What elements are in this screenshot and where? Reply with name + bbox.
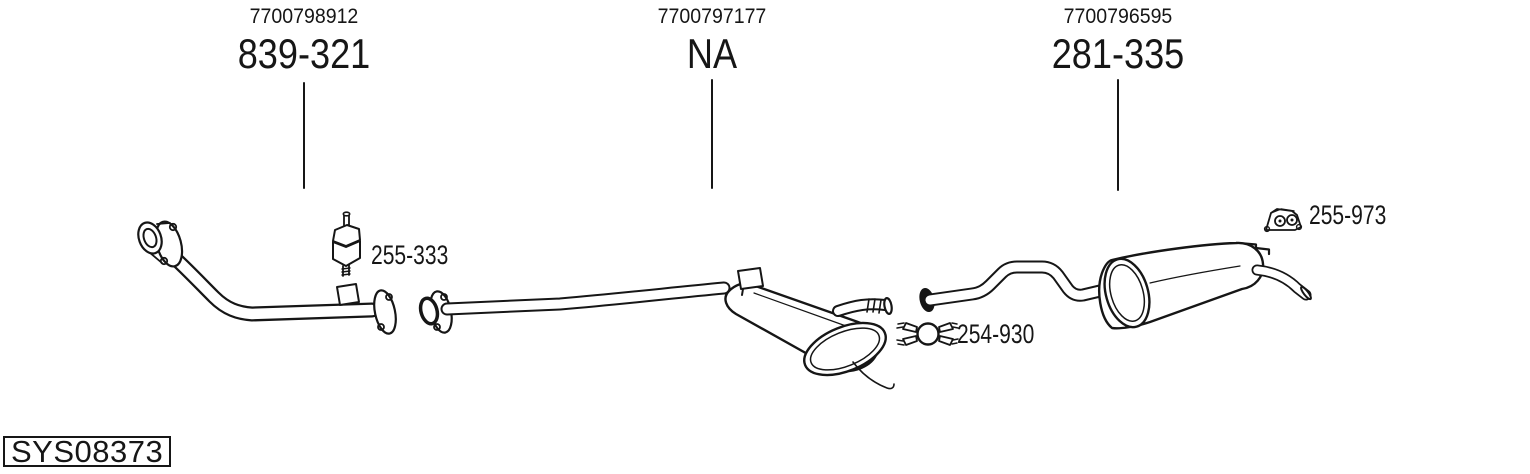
rubber-mount-icon-255-973: [1263, 208, 1303, 233]
part-label-clamp: 254-930: [957, 319, 1035, 349]
leader-lines: [303, 79, 1119, 191]
section-label-front: 7700798912 839-321: [174, 4, 434, 77]
oem-ref-number: 7700796595: [1063, 5, 1173, 28]
section-label-rear: 7700796595 281-335: [988, 4, 1248, 77]
rear-flange-of-front-pipe: [373, 289, 397, 335]
oem-ref-number: 7700797177: [657, 5, 767, 28]
part-label-rubber-mount-rear: 255-973: [1309, 200, 1387, 230]
pipe-clamp-icon-254-930: [896, 322, 959, 346]
center-inlet-cup: [418, 296, 440, 326]
part-code: 281-335: [1051, 30, 1185, 78]
rubber-mount-icon-255-333: [332, 211, 361, 277]
system-code-box: SYS08373: [3, 436, 172, 467]
corrugated-joint: [866, 298, 882, 314]
tailpipe-tip: [1300, 285, 1312, 301]
rear-muffler-face: [1103, 257, 1151, 329]
part-code: NA: [686, 30, 738, 78]
hanger-wire: [852, 361, 895, 390]
front-pipe-drawing: [137, 220, 397, 335]
part-label-rubber-mount: 255-333: [371, 240, 449, 270]
hanger-bracket: [336, 283, 360, 306]
oem-ref-number: 7700798912: [249, 5, 359, 28]
center-muffler-face: [803, 321, 887, 377]
hanger-bracket: [737, 267, 764, 290]
section-label-center: 7700797177 NA: [582, 4, 842, 77]
center-section-drawing: [418, 267, 895, 390]
rear-section-drawing: [919, 241, 1312, 330]
part-code: 839-321: [237, 30, 371, 78]
